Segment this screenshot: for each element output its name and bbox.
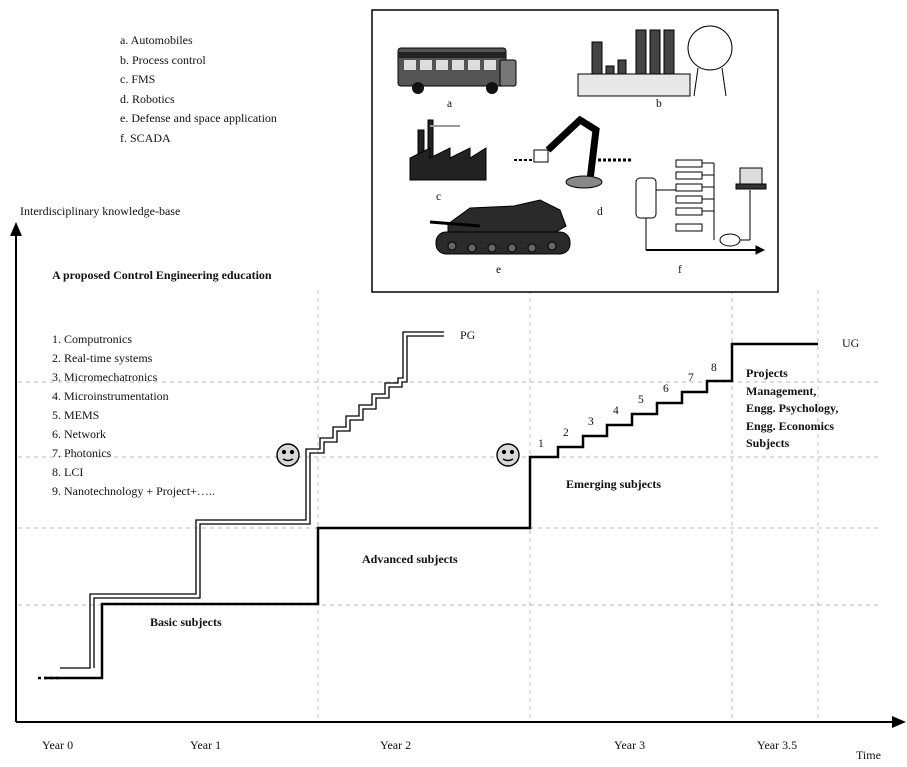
factory-icon (409, 119, 487, 181)
proposal-title: A proposed Control Engineering education (52, 268, 272, 282)
list-item: 1. Computronics (52, 332, 132, 346)
list-item: 3. Micromechatronics (52, 370, 158, 384)
x-tick-label: Year 3 (614, 738, 646, 752)
figure-label-f: f (678, 264, 682, 276)
list-item: c. FMS (120, 72, 156, 86)
smiley-face-icon (496, 443, 520, 467)
advanced-subjects-label: Advanced subjects (362, 552, 458, 566)
list-item: 9. Nanotechnology + Project+….. (52, 484, 215, 498)
step-number: 1 (538, 438, 544, 450)
list-item: 8. LCI (52, 465, 84, 479)
x-axis-label: Time (856, 748, 881, 762)
figure-label-d: d (597, 206, 603, 218)
step-number: 3 (588, 416, 594, 428)
list-item: d. Robotics (120, 91, 175, 106)
ug-projects-label: Projects Management, Engg. Psychology, E… (746, 366, 839, 450)
x-tick-label: Year 2 (380, 738, 412, 752)
scada-network-icon (635, 159, 767, 255)
list-item: e. Defense and space application (120, 111, 277, 125)
figure-label-a: a (447, 98, 453, 110)
basic-subjects-label: Basic subjects (150, 615, 222, 629)
list-item: 5. MEMS (52, 408, 100, 422)
list-item: b. Process control (120, 52, 206, 67)
y-axis-label: Interdisciplinary knowledge-base (20, 204, 181, 218)
topics-list: 1. Computronics 2. Real-time systems 3. … (52, 330, 215, 501)
ug-path (44, 342, 818, 680)
list-item: 4. Microinstrumentation (52, 389, 169, 403)
step-number: 8 (711, 362, 717, 374)
figure-label-b: b (656, 98, 662, 110)
list-item: a. Automobiles (120, 33, 193, 47)
list-item: f. SCADA (120, 130, 171, 145)
figure-label-e: e (496, 264, 502, 276)
step-number: 6 (663, 383, 669, 395)
list-item: 2. Real-time systems (52, 351, 153, 365)
applications-list: a. Automobiles b. Process control c. FMS… (120, 31, 277, 148)
step-number: 4 (613, 405, 619, 417)
step-number: 7 (688, 372, 694, 384)
tank-icon (429, 199, 571, 255)
figure-label-c: c (436, 191, 442, 203)
ug-label: UG (842, 336, 860, 350)
industrial-plant-icon (577, 25, 733, 97)
bus-icon (397, 47, 517, 94)
pg-label: PG (460, 328, 476, 342)
axes (10, 222, 906, 728)
list-item: 6. Network (52, 427, 106, 441)
step-number: 2 (563, 427, 569, 439)
robot-arm-icon (514, 115, 632, 189)
step-number: 5 (638, 394, 644, 406)
list-item: 7. Photonics (52, 446, 112, 460)
smiley-face-icon (276, 443, 300, 467)
x-tick-label: Year 0 (42, 738, 74, 752)
pg-path (60, 331, 444, 669)
emerging-subjects-label: Emerging subjects (566, 477, 661, 491)
x-tick-label: Year 1 (190, 738, 222, 752)
x-tick-label: Year 3.5 (757, 738, 798, 752)
